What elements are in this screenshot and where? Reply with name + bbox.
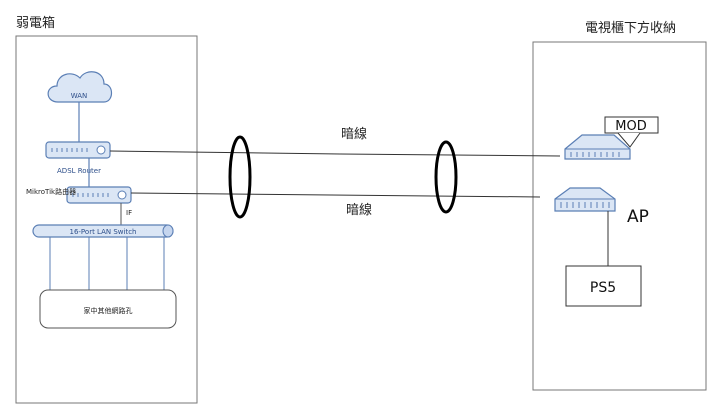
home-outlets-box [39,289,177,329]
mod-device-icon [564,134,631,160]
if-label: IF [126,209,132,217]
tv-cabinet-box-title: 電視櫃下方收納 [585,20,676,36]
adsl-router-label: ADSL Router [57,167,101,175]
wan-cloud-icon [47,71,113,103]
ap-device-icon [554,187,616,212]
lan-switch-icon [32,224,174,238]
mikrotik-router-ports [72,193,109,197]
home-outlets-label: 家中其他網路孔 [84,306,133,315]
cable-bottom-label: 暗線 [346,202,372,218]
lan-switch-label: 16-Port LAN Switch [70,228,137,236]
cable-top-label: 暗線 [341,126,367,142]
switch-outlet-links [49,237,165,290]
tv-cabinet-box [532,41,707,391]
mikrotik-router-icon [66,186,132,204]
wan-label: WAN [71,92,88,100]
cable-bundle-ellipse-left [228,135,252,219]
mikrotik-router-label: MikroTik路由器 [26,187,76,196]
weak-current-box-title: 弱電箱 [16,15,55,31]
ap-label: AP [627,207,649,227]
mod-callout [604,116,659,148]
mod-label: MOD [615,119,646,134]
ps5-label: PS5 [590,280,616,296]
ap-device-ports [560,202,610,208]
cable-top-line [109,150,561,157]
ps5-box [565,265,642,307]
cable-bundle-ellipse-right [434,140,458,214]
adsl-router-icon [45,141,111,159]
mod-device-ports [570,152,620,157]
cable-bottom-line [130,192,541,198]
adsl-router-ports [51,148,88,152]
